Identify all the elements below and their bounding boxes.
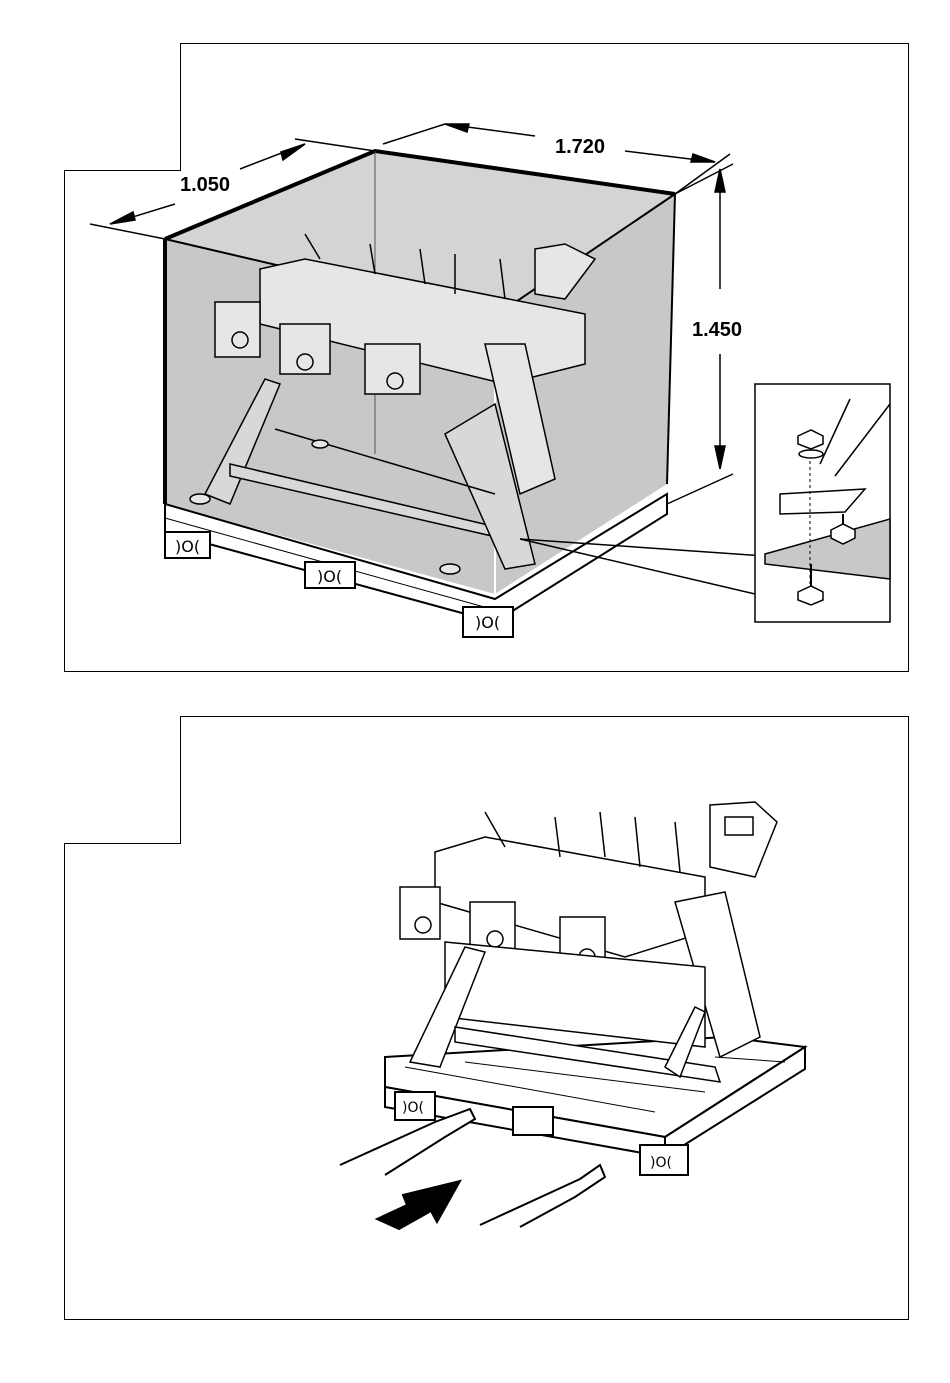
svg-text:)O(: )O( <box>402 1100 424 1116</box>
figure-forklift-panel: )O( )O( <box>64 716 909 1320</box>
dimension-height: 1.450 <box>692 319 742 341</box>
dimension-depth: 1.050 <box>180 174 230 196</box>
dimension-width: 1.720 <box>555 136 605 158</box>
crated-machine-drawing: )O( )O( )O( <box>65 44 910 673</box>
direction-arrow <box>377 1181 460 1229</box>
figure-crated-machine-panel: )O( )O( )O( <box>64 43 909 672</box>
svg-text:)O(: )O( <box>175 537 200 556</box>
svg-text:)O(: )O( <box>317 567 342 586</box>
svg-text:)O(: )O( <box>475 613 500 632</box>
forklift-lifting-drawing: )O( )O( <box>65 717 910 1321</box>
svg-text:)O(: )O( <box>650 1155 672 1171</box>
